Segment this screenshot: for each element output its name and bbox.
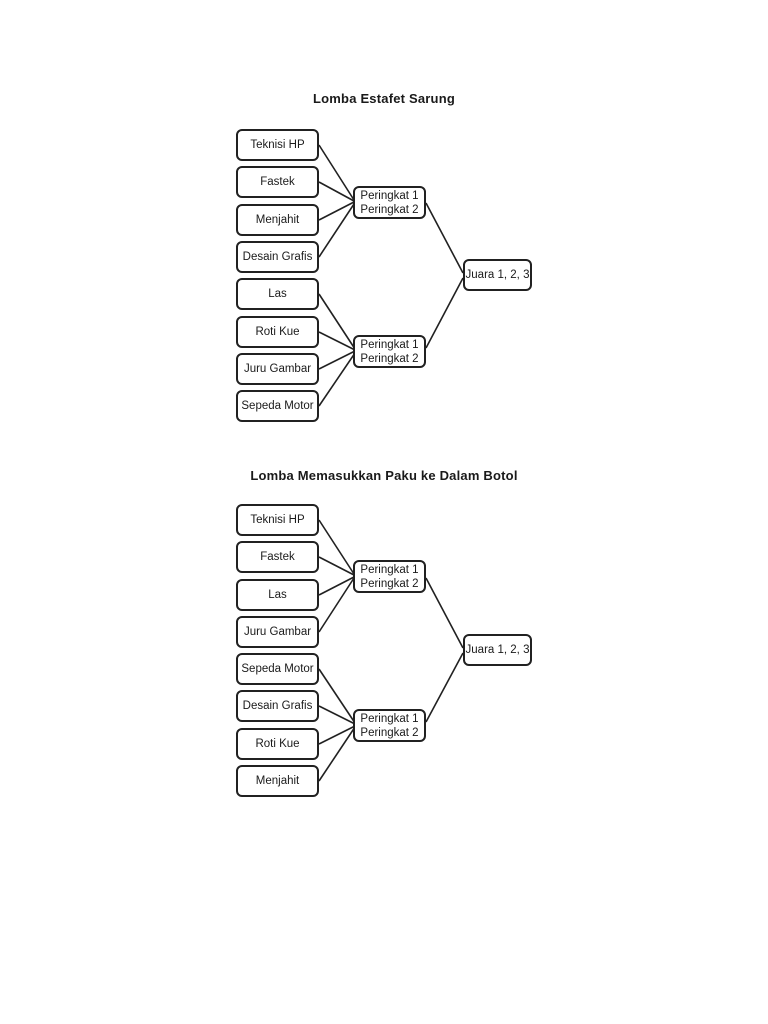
team-box-sepeda-motor: Sepeda Motor	[236, 390, 319, 422]
team-box-juru-gambar: Juru Gambar	[236, 353, 319, 385]
qualifier-line2: Peringkat 2	[360, 726, 419, 739]
qualifier-box-top: Peringkat 1 Peringkat 2	[353, 186, 426, 219]
qualifier-line1: Peringkat 1	[360, 712, 419, 725]
diagram1-title: Lomba Estafet Sarung	[313, 91, 455, 106]
diagram2-title: Lomba Memasukkan Paku ke Dalam Botol	[250, 468, 518, 483]
team-box-teknisi-hp: Teknisi HP	[236, 504, 319, 536]
connector-line	[318, 181, 355, 202]
connector-line	[318, 203, 355, 258]
qualifier-line2: Peringkat 2	[360, 203, 419, 216]
qualifier-box-bottom: Peringkat 1 Peringkat 2	[353, 335, 426, 368]
connector-line	[425, 577, 464, 649]
connector-line	[425, 652, 464, 723]
connector-line	[318, 293, 356, 350]
team-box-fastek: Fastek	[236, 166, 319, 198]
team-box-teknisi-hp: Teknisi HP	[236, 129, 319, 161]
qualifier-line2: Peringkat 2	[360, 352, 419, 365]
team-box-menjahit: Menjahit	[236, 204, 319, 236]
connector-line	[318, 350, 356, 370]
final-box: Juara 1, 2, 3	[463, 259, 532, 291]
connector-line	[318, 705, 356, 725]
connector-line	[318, 725, 356, 745]
team-box-desain-grafis: Desain Grafis	[236, 690, 319, 722]
connector-line	[318, 576, 355, 596]
connector-line	[318, 144, 355, 201]
connector-line	[318, 519, 355, 575]
connector-line	[318, 331, 356, 351]
connector-line	[318, 726, 356, 782]
qualifier-box-top: Peringkat 1 Peringkat 2	[353, 560, 426, 593]
connector-line	[318, 556, 355, 576]
team-box-las: Las	[236, 278, 319, 310]
team-box-desain-grafis: Desain Grafis	[236, 241, 319, 273]
team-box-juru-gambar: Juru Gambar	[236, 616, 319, 648]
qualifier-line1: Peringkat 1	[360, 563, 419, 576]
qualifier-line1: Peringkat 1	[360, 189, 419, 202]
connector-line	[425, 202, 464, 274]
qualifier-box-bottom: Peringkat 1 Peringkat 2	[353, 709, 426, 742]
qualifier-line1: Peringkat 1	[360, 338, 419, 351]
connector-line	[425, 277, 464, 349]
final-box: Juara 1, 2, 3	[463, 634, 532, 666]
team-box-menjahit: Menjahit	[236, 765, 319, 797]
team-box-roti-kue: Roti Kue	[236, 728, 319, 760]
qualifier-line2: Peringkat 2	[360, 577, 419, 590]
connector-line	[318, 201, 355, 221]
team-box-sepeda-motor: Sepeda Motor	[236, 653, 319, 685]
connector-line	[318, 668, 356, 724]
team-box-las: Las	[236, 579, 319, 611]
connector-line	[318, 577, 355, 633]
team-box-fastek: Fastek	[236, 541, 319, 573]
team-box-roti-kue: Roti Kue	[236, 316, 319, 348]
connector-line	[318, 352, 356, 407]
